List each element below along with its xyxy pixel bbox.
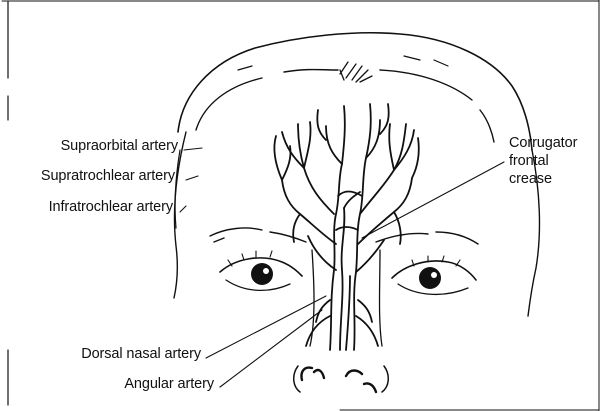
- right-iris-highlight: [431, 272, 437, 278]
- label-corrugator-frontal-crease-line2: frontal: [509, 153, 549, 170]
- label-supraorbital-artery: Supraorbital artery: [61, 138, 178, 155]
- leader-angular: [220, 310, 322, 387]
- hair-dash: [238, 56, 448, 70]
- left-eyebrow: [210, 228, 306, 242]
- leader-dorsal-nasal: [206, 296, 326, 358]
- label-supratrochlear-artery: Supratrochlear artery: [41, 168, 175, 185]
- label-infratrochlear-artery: Infratrochlear artery: [49, 199, 173, 216]
- left-iris-highlight: [263, 268, 269, 274]
- label-corrugator-frontal-crease-line3: crease: [509, 171, 552, 188]
- leader-infratrochlear: [180, 206, 186, 212]
- right-eyebrow: [376, 232, 478, 244]
- nose-right-side: [380, 250, 383, 346]
- right-iris: [419, 267, 441, 289]
- nostrils: [301, 368, 376, 392]
- hair-strands: [340, 62, 372, 82]
- leader-corrugator: [362, 162, 504, 238]
- left-iris: [251, 263, 273, 285]
- label-dorsal-nasal-artery: Dorsal nasal artery: [81, 346, 201, 363]
- leader-supratrochlear: [186, 176, 198, 180]
- label-corrugator-frontal-crease-line1: Corrugator: [509, 135, 577, 152]
- forehead-arteries: [274, 104, 418, 350]
- hairline-outline: [178, 33, 532, 150]
- label-angular-artery: Angular artery: [124, 376, 214, 393]
- leader-supraorbital: [184, 148, 202, 150]
